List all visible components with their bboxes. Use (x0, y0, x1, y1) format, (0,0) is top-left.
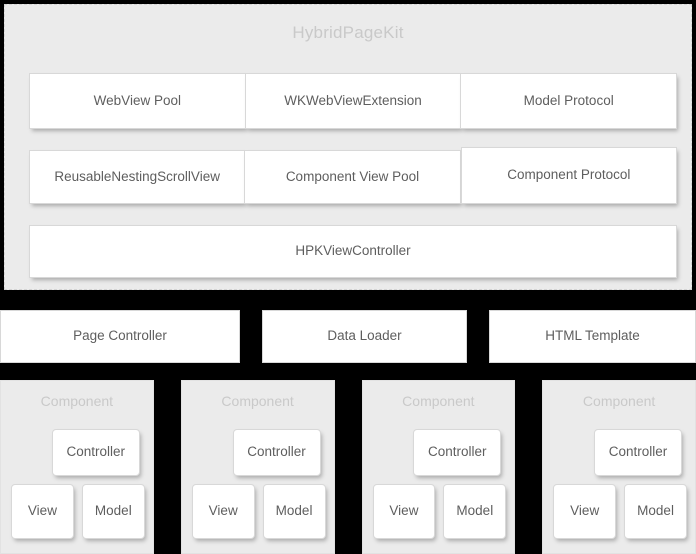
component-box-model[interactable]: Model (81, 484, 145, 539)
component-box-label: Controller (247, 444, 306, 460)
framework-box-reusablenestingscrollview[interactable]: ReusableNestingScrollView (29, 150, 246, 204)
component-box-view[interactable]: View (553, 484, 617, 539)
component-box-label: View (208, 503, 238, 519)
framework-row-1: WebView Pool WKWebViewExtension Model Pr… (29, 73, 678, 129)
framework-box-wkwebviewextension[interactable]: WKWebViewExtension (244, 73, 462, 129)
component-box-controller[interactable]: Controller (232, 429, 321, 476)
spacer (154, 380, 181, 554)
framework-box-label: Model Protocol (523, 92, 614, 108)
framework-box-component-view-pool[interactable]: Component View Pool (244, 150, 461, 204)
component-panel-title: Component (40, 393, 114, 409)
component-panel: Component Controller View Model (180, 380, 335, 554)
service-box-data-loader[interactable]: Data Loader (262, 310, 467, 363)
component-box-label: Model (456, 503, 494, 519)
component-box-model[interactable]: Model (624, 484, 687, 539)
framework-box-label: WKWebViewExtension (284, 92, 422, 108)
component-box-view[interactable]: View (372, 484, 436, 539)
component-box-controller[interactable]: Controller (594, 429, 682, 476)
framework-row-2: ReusableNestingScrollView Component View… (29, 147, 677, 204)
service-box-label: Data Loader (327, 328, 402, 344)
framework-box-label: Component View Pool (285, 168, 420, 184)
component-box-label: Model (637, 503, 674, 519)
component-panel: Component Controller View Model (361, 380, 516, 554)
components-row: Component Controller View Model Componen… (0, 380, 696, 554)
component-box-label: Model (275, 503, 313, 519)
component-view-model-group: View Model (372, 484, 507, 539)
component-panel-title: Component (221, 393, 294, 409)
component-panel-title: Component (402, 393, 475, 409)
component-view-model-group: View Model (11, 484, 145, 539)
component-box-controller[interactable]: Controller (413, 429, 502, 476)
component-box-view[interactable]: View (191, 484, 255, 539)
component-panel: Component Controller View Model (542, 380, 696, 554)
spacer (515, 380, 542, 554)
component-box-model[interactable]: Model (443, 484, 507, 539)
component-box-controller[interactable]: Controller (51, 429, 140, 476)
component-box-view[interactable]: View (11, 484, 74, 539)
component-view-model-group: View Model (553, 484, 687, 539)
framework-panel-title: HybridPageKit (292, 23, 404, 42)
component-box-label: Model (94, 503, 132, 519)
framework-box-hpkviewcontroller[interactable]: HPKViewController (29, 225, 677, 278)
component-panel: Component Controller View Model (0, 380, 154, 554)
component-box-label: View (389, 503, 419, 519)
framework-box-label: WebView Pool (93, 92, 181, 108)
framework-box-label: ReusableNestingScrollView (54, 168, 220, 184)
component-box-label: Controller (66, 444, 126, 460)
component-panel-title: Component (582, 393, 656, 409)
framework-box-model-protocol[interactable]: Model Protocol (460, 73, 678, 129)
service-box-html-template[interactable]: HTML Template (489, 310, 696, 363)
framework-panel: HybridPageKit WebView Pool WKWebViewExte… (4, 4, 692, 290)
framework-box-webview-pool[interactable]: WebView Pool (29, 73, 246, 129)
service-box-label: HTML Template (545, 328, 640, 344)
framework-box-label: Component Protocol (507, 167, 631, 183)
component-box-model[interactable]: Model (262, 484, 326, 539)
framework-box-component-protocol[interactable]: Component Protocol (460, 147, 677, 204)
spacer (240, 310, 262, 363)
component-view-model-group: View Model (191, 484, 326, 539)
spacer (335, 380, 362, 554)
component-box-label: View (570, 503, 600, 519)
component-box-label: Controller (608, 444, 668, 460)
component-box-label: Controller (427, 444, 487, 460)
framework-box-label: HPKViewController (295, 243, 411, 259)
services-row: Page Controller Data Loader HTML Templat… (0, 310, 696, 363)
service-box-label: Page Controller (73, 328, 167, 344)
service-box-page-controller[interactable]: Page Controller (0, 310, 240, 363)
component-box-label: View (27, 503, 57, 519)
spacer (467, 310, 489, 363)
